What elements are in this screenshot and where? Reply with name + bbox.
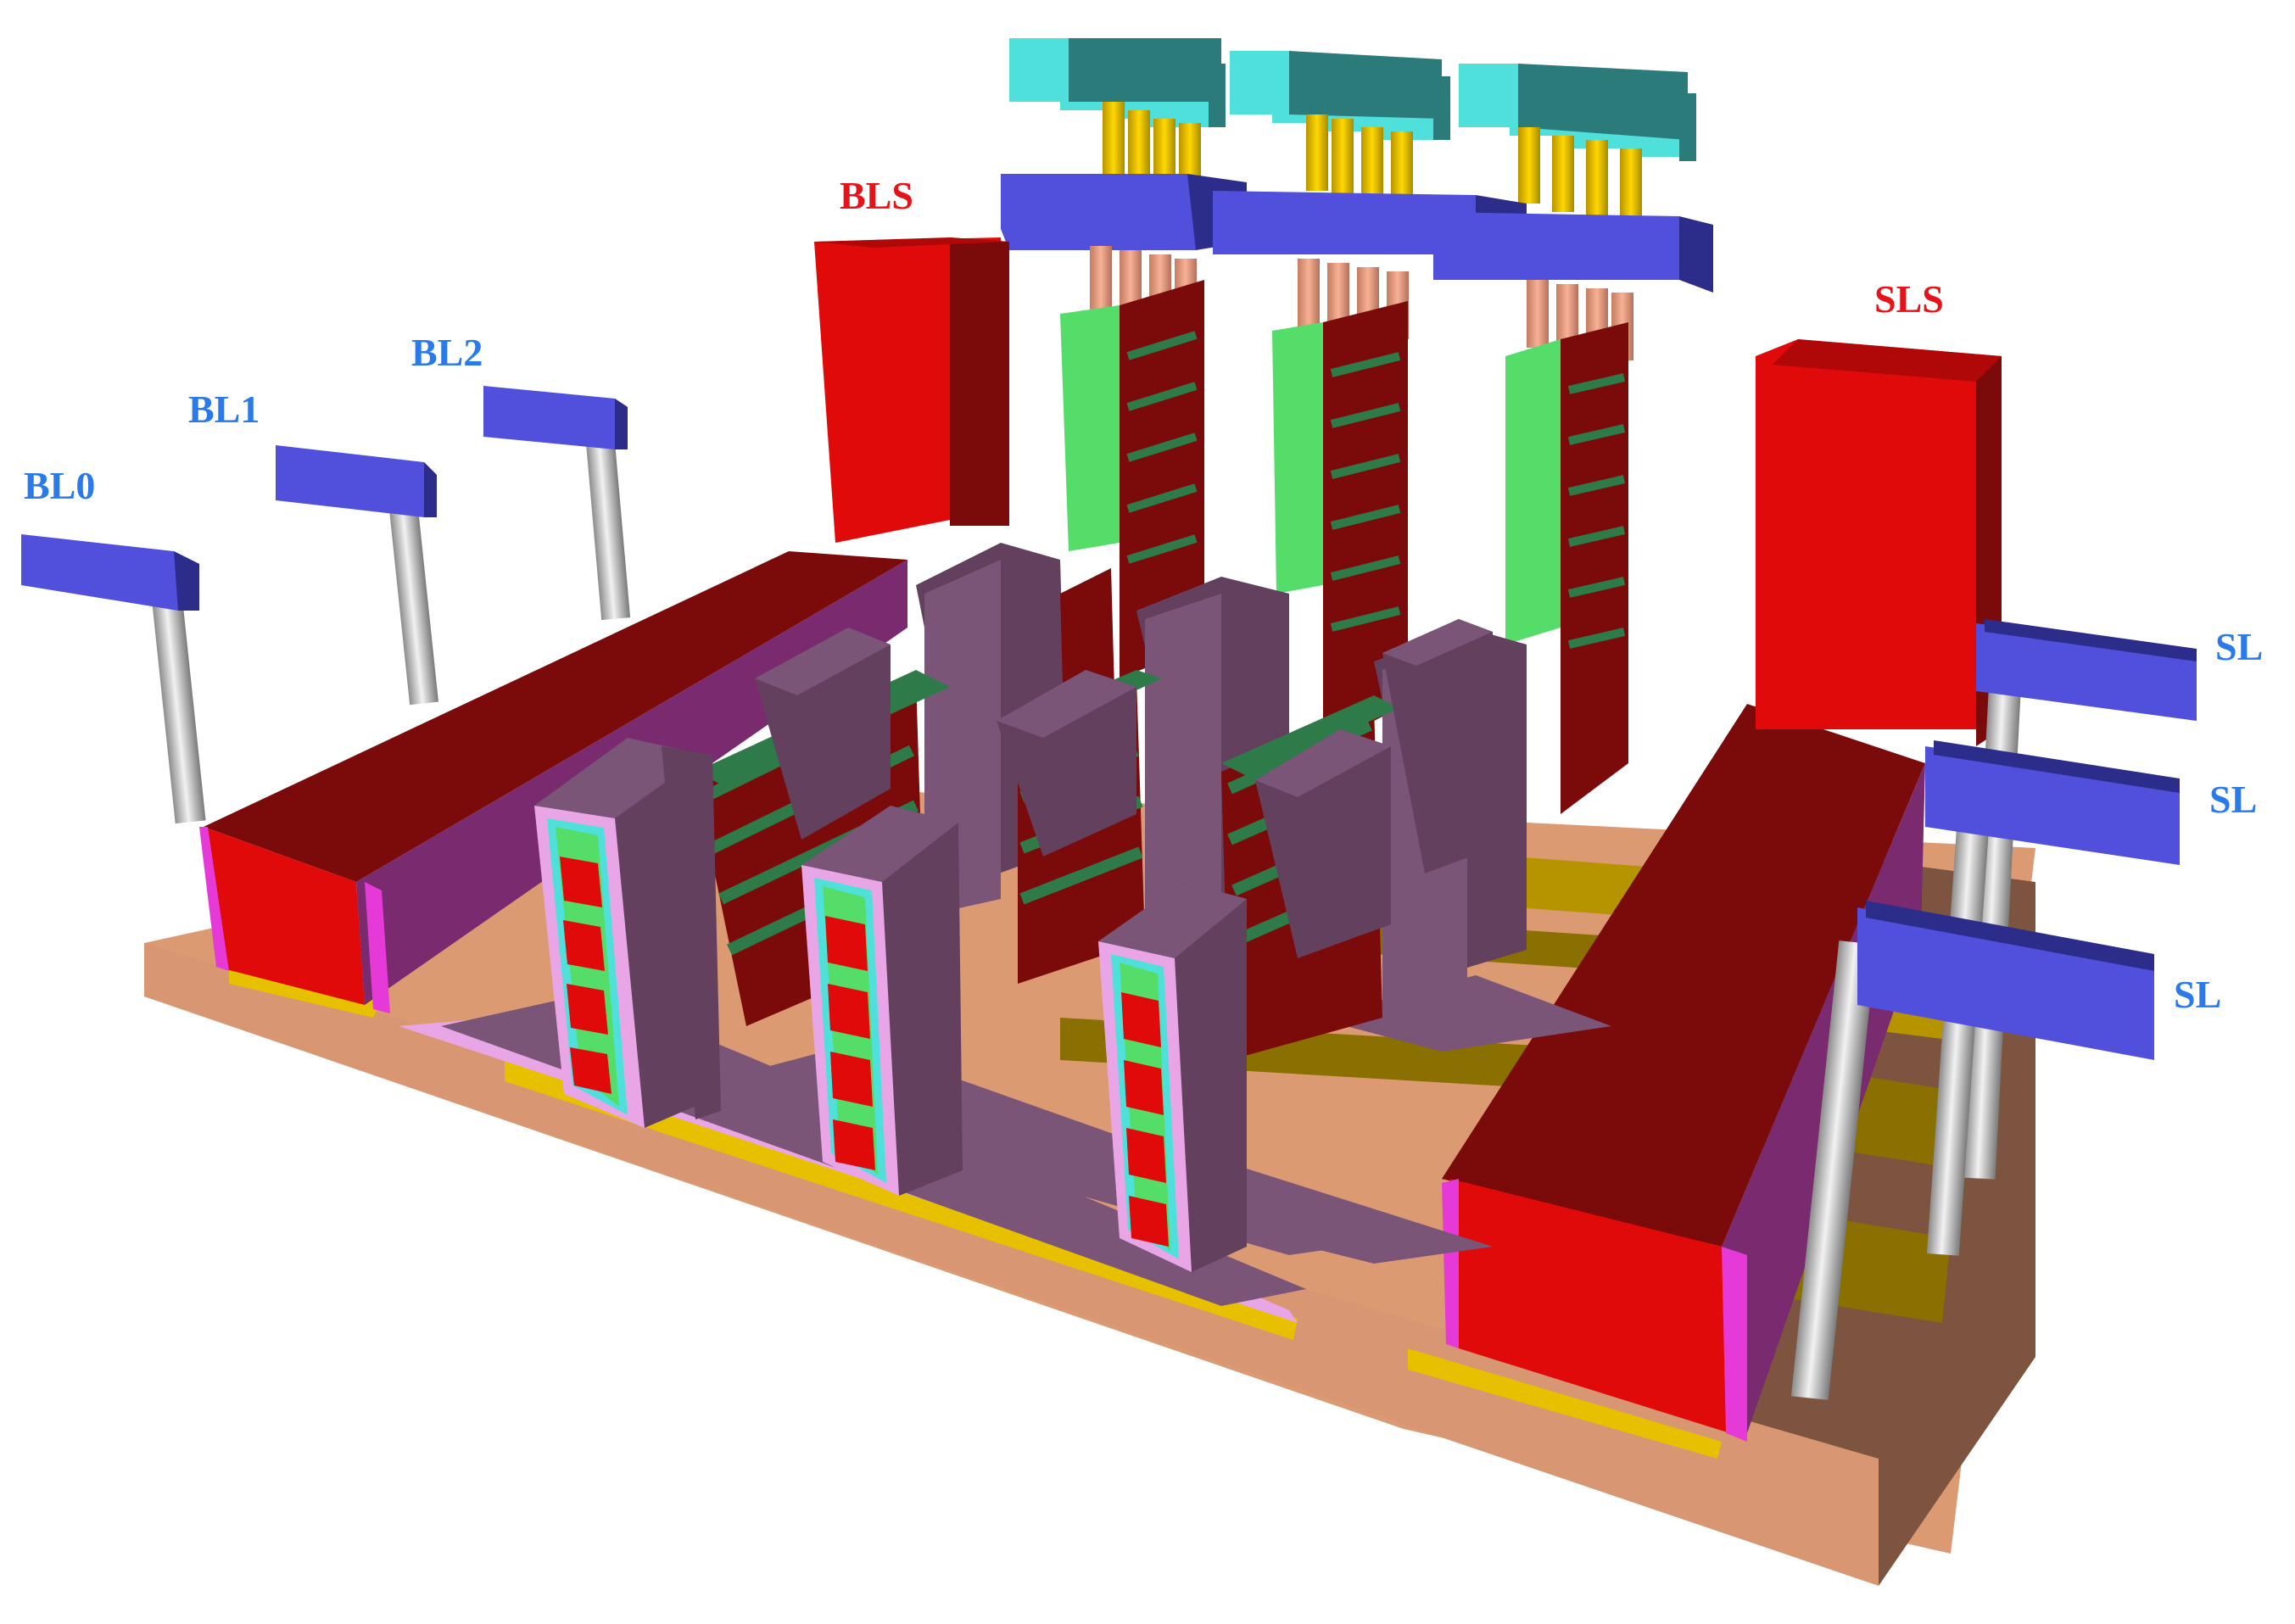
sl-top-label: SL	[2215, 625, 2264, 668]
sls-label: SLS	[1874, 277, 1944, 321]
word-line-pads	[1001, 174, 1713, 293]
memory-pillars-middle-row	[755, 619, 1493, 958]
sl-line-top	[1963, 619, 2197, 1180]
staircase-stack	[1120, 280, 1628, 814]
sls-select-block	[1756, 339, 2002, 746]
sl-bottom-label: SL	[2174, 973, 2222, 1016]
sl-mid-label: SL	[2209, 778, 2258, 821]
bls-label: BLS	[840, 174, 913, 217]
bl1-line	[276, 445, 438, 706]
bl0-label: BL0	[24, 464, 96, 507]
bls-select-block	[814, 237, 1009, 543]
memory-pillar-2	[801, 806, 963, 1196]
back-green-channels	[1060, 305, 1561, 645]
bl2-label: BL2	[411, 331, 483, 374]
sl-line-bottom	[1790, 901, 2154, 1400]
bl0-line	[21, 534, 206, 824]
bl1-label: BL1	[188, 388, 260, 431]
top-select-lines	[1009, 38, 1696, 161]
bl2-line	[483, 386, 631, 621]
memory-pillar-3	[1098, 882, 1247, 1272]
memory-pillar-1	[534, 738, 721, 1128]
